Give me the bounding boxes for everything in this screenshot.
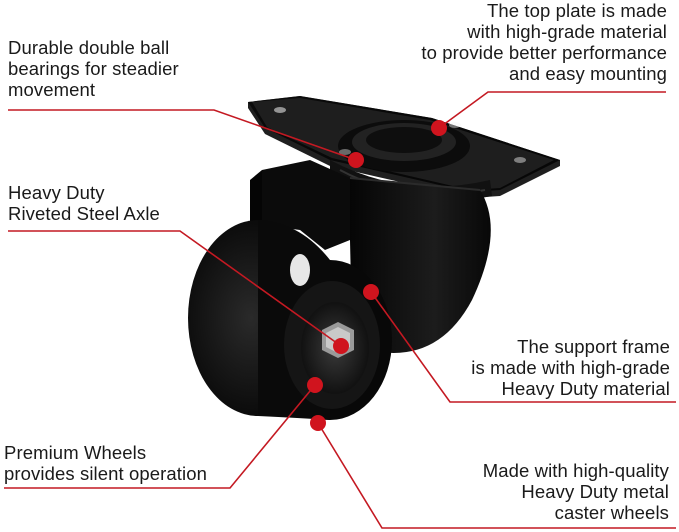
- callout-caster-line-1: Made with high-quality: [482, 460, 669, 481]
- top-plate: [248, 96, 560, 198]
- marker-axle: [333, 338, 349, 354]
- callout-wheels-line-1: Premium Wheels: [4, 442, 147, 463]
- callout-frame-line-3: Heavy Duty material: [501, 378, 670, 399]
- callout-support-frame: The support frame is made with high-grad…: [471, 336, 670, 399]
- callout-caster-wheels: Made with high-quality Heavy Duty metal …: [483, 460, 669, 523]
- callout-top-plate: The top plate is made with high-grade ma…: [421, 0, 667, 84]
- leader-line-wheels: [4, 384, 316, 489]
- callout-frame-line-2: is made with high-grade: [471, 357, 670, 378]
- leader-line-bearings: [8, 109, 357, 161]
- leader-lines: [4, 91, 676, 529]
- leader-line-plate: [438, 91, 666, 129]
- callout-bearings-line-2: bearings for steadier: [8, 58, 179, 79]
- callout-plate-line-4: and easy mounting: [508, 63, 667, 84]
- callout-axle-line-2: Riveted Steel Axle: [8, 203, 160, 224]
- leader-line-axle: [8, 230, 342, 347]
- callout-bearings-line-1: Durable double ball: [8, 37, 170, 58]
- callout-bearings-line-3: movement: [8, 79, 96, 100]
- callout-wheels: Premium Wheels provides silent operation: [4, 442, 207, 484]
- callout-wheels-line-2: provides silent operation: [4, 463, 208, 484]
- callout-markers: [307, 120, 447, 431]
- marker-wheels: [307, 377, 323, 393]
- callout-axle: Heavy Duty Riveted Steel Axle: [8, 182, 160, 224]
- callout-caster-line-2: Heavy Duty metal: [521, 481, 669, 502]
- callout-plate-line-3: to provide better performance: [421, 42, 667, 63]
- callout-bearings: Durable double ball bearings for steadie…: [8, 37, 179, 100]
- leader-line-frame: [370, 291, 676, 403]
- callout-frame-line-1: The support frame: [517, 336, 670, 357]
- marker-caster: [310, 415, 326, 431]
- marker-frame: [363, 284, 379, 300]
- callout-plate-line-1: The top plate is made: [486, 0, 667, 21]
- callout-plate-line-2: with high-grade material: [467, 21, 667, 42]
- callout-caster-line-3: caster wheels: [554, 502, 669, 523]
- leader-line-caster: [317, 422, 676, 529]
- marker-plate: [431, 120, 447, 136]
- marker-bearings: [348, 152, 364, 168]
- callout-axle-line-1: Heavy Duty: [8, 182, 105, 203]
